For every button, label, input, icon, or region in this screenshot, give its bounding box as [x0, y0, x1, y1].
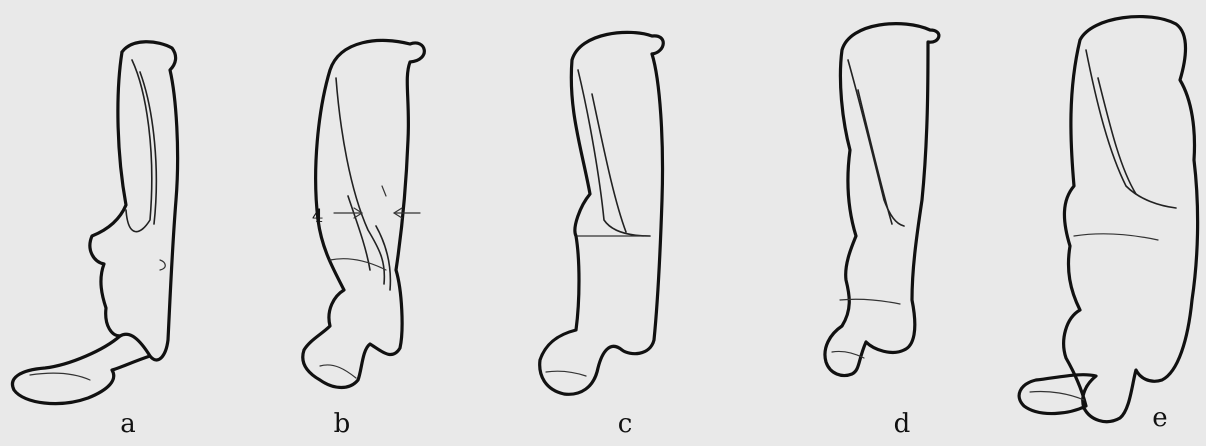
- label-b: b: [334, 409, 351, 439]
- specimen-b: 4: [303, 40, 425, 387]
- specimen-c-outline: [540, 32, 664, 394]
- specimen-d: [825, 24, 939, 376]
- specimen-c: [540, 32, 664, 394]
- specimen-e-outline: [1019, 17, 1198, 422]
- specimen-d-outline: [825, 24, 939, 376]
- specimen-a-outline: [12, 42, 177, 404]
- specimen-a: [12, 42, 177, 404]
- label-a: a: [120, 409, 136, 439]
- label-e: e: [1152, 403, 1167, 433]
- specimen-e: [1019, 17, 1198, 422]
- label-c: c: [618, 409, 633, 439]
- annotation-marker-4: 4: [312, 206, 323, 227]
- label-d: d: [894, 409, 911, 439]
